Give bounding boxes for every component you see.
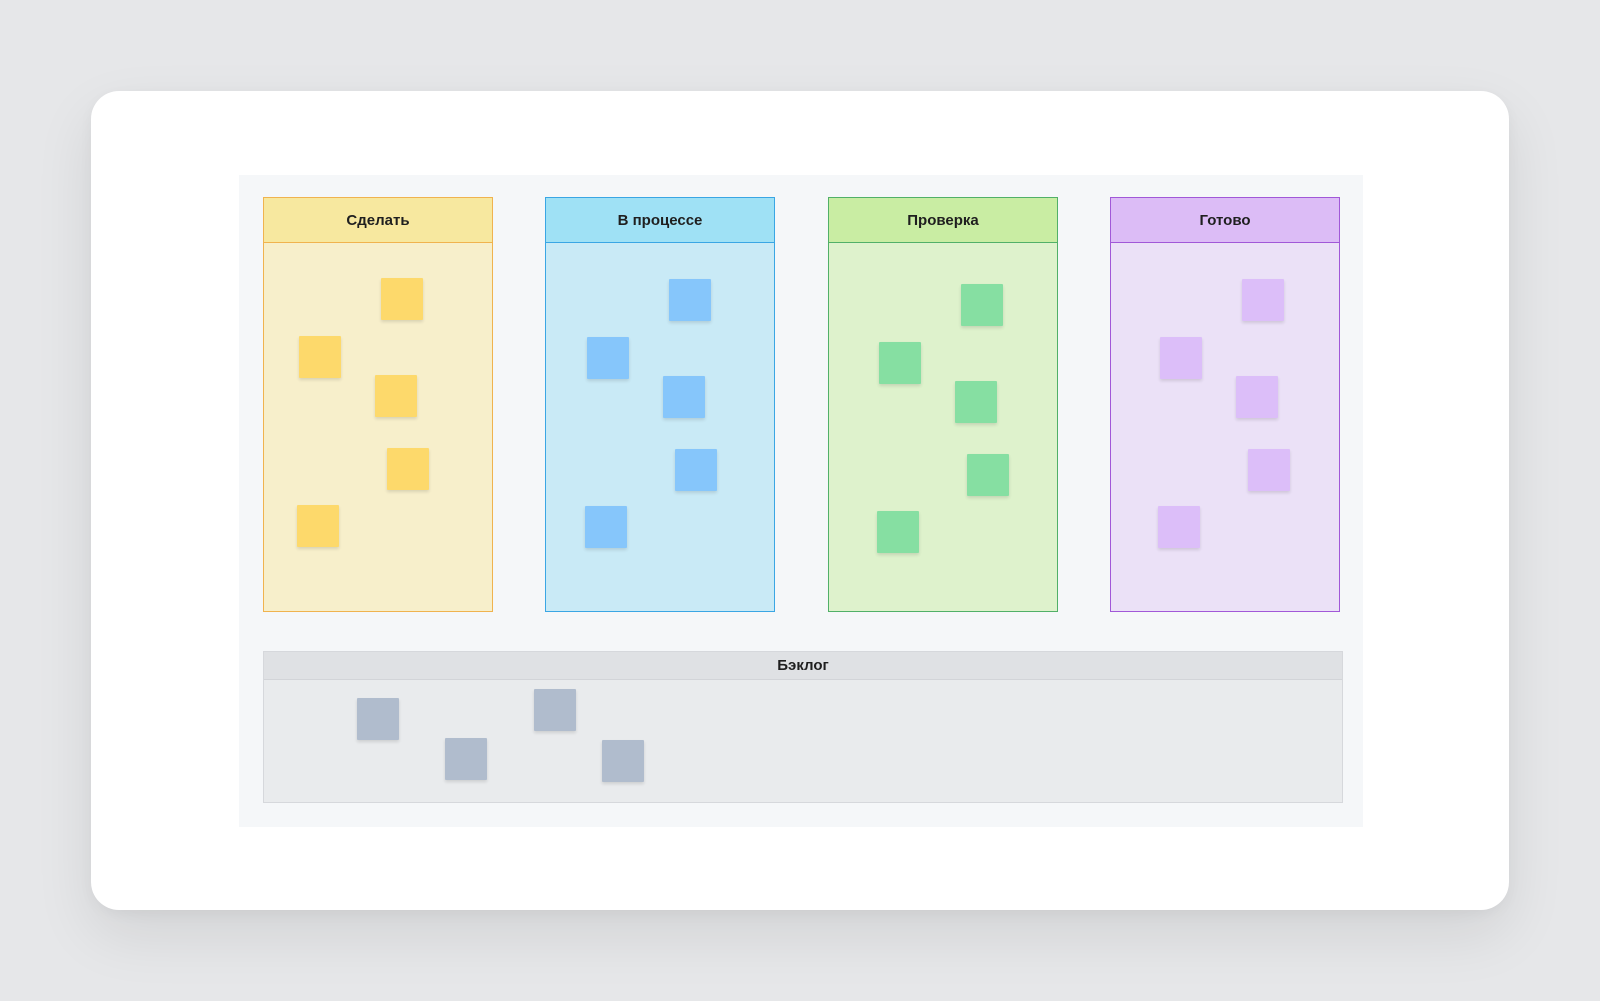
sticky-note[interactable] — [299, 336, 341, 378]
sticky-note[interactable] — [1236, 376, 1278, 418]
column-review: Проверка — [828, 197, 1058, 612]
column-todo-header[interactable]: Сделать — [264, 198, 492, 243]
sticky-note[interactable] — [877, 511, 919, 553]
column-in-progress-body — [546, 243, 774, 611]
sticky-note[interactable] — [357, 698, 399, 740]
sticky-note[interactable] — [585, 506, 627, 548]
sticky-note[interactable] — [669, 279, 711, 321]
column-todo: Сделать — [263, 197, 493, 612]
column-todo-body — [264, 243, 492, 611]
sticky-note[interactable] — [675, 449, 717, 491]
sticky-note[interactable] — [587, 337, 629, 379]
sticky-note[interactable] — [663, 376, 705, 418]
sticky-note[interactable] — [375, 375, 417, 417]
column-done-body — [1111, 243, 1339, 611]
column-in-progress: В процессе — [545, 197, 775, 612]
sticky-note[interactable] — [1160, 337, 1202, 379]
sticky-note[interactable] — [879, 342, 921, 384]
sticky-note[interactable] — [1242, 279, 1284, 321]
sticky-note[interactable] — [967, 454, 1009, 496]
sticky-note[interactable] — [602, 740, 644, 782]
sticky-note[interactable] — [297, 505, 339, 547]
column-done: Готово — [1110, 197, 1340, 612]
sticky-note[interactable] — [445, 738, 487, 780]
kanban-board: Сделать В процессе Проверка Гото — [239, 175, 1363, 827]
sticky-note[interactable] — [534, 689, 576, 731]
sticky-note[interactable] — [387, 448, 429, 490]
column-in-progress-header[interactable]: В процессе — [546, 198, 774, 243]
sticky-note[interactable] — [1248, 449, 1290, 491]
column-done-header[interactable]: Готово — [1111, 198, 1339, 243]
sticky-note[interactable] — [1158, 506, 1200, 548]
sticky-note[interactable] — [381, 278, 423, 320]
column-review-header[interactable]: Проверка — [829, 198, 1057, 243]
backlog-body — [264, 680, 1342, 802]
backlog-header[interactable]: Бэклог — [264, 652, 1342, 680]
backlog-lane: Бэклог — [263, 651, 1343, 803]
sticky-note[interactable] — [961, 284, 1003, 326]
column-review-body — [829, 243, 1057, 611]
sticky-note[interactable] — [955, 381, 997, 423]
